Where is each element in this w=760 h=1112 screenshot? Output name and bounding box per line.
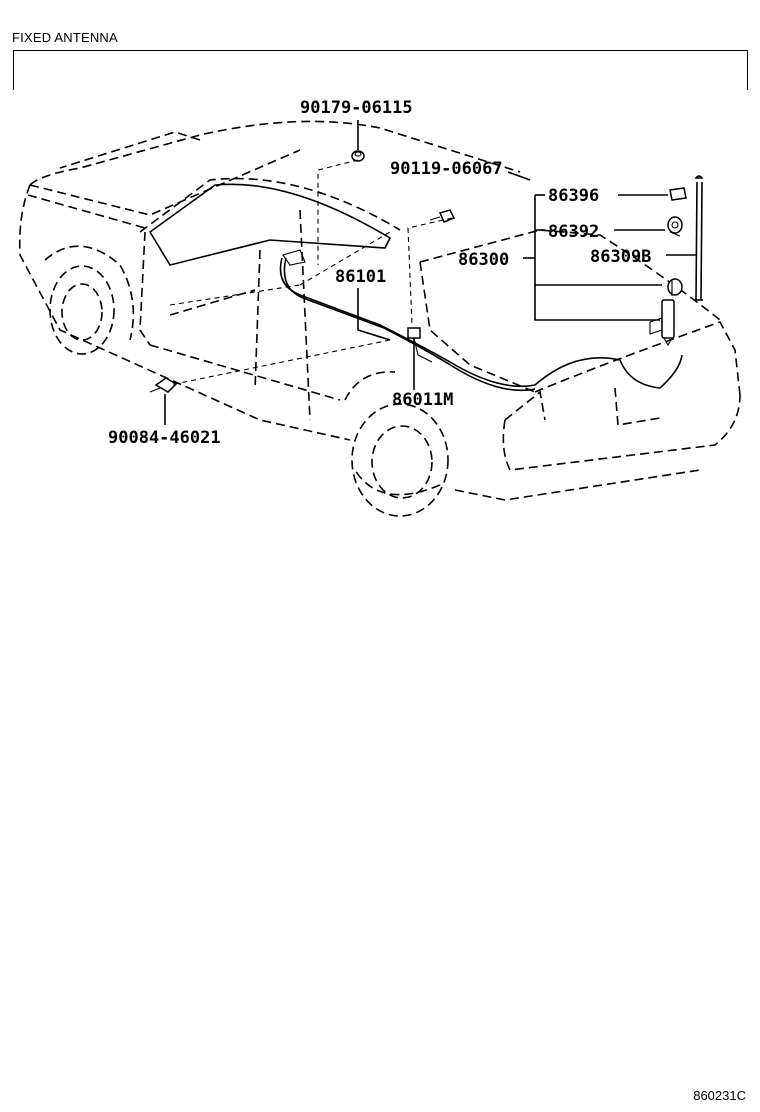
part-label-86011m: 86011M <box>392 390 453 410</box>
part-label-90179-06115: 90179-06115 <box>300 98 413 118</box>
antenna-feeder-cable <box>279 249 683 392</box>
antenna-base <box>649 299 675 347</box>
part-label-90084-46021: 90084-46021 <box>108 428 221 448</box>
clip-90119 <box>429 209 456 223</box>
part-label-86300: 86300 <box>458 250 509 270</box>
page-title: FIXED ANTENNA <box>12 30 118 45</box>
nut-86396 <box>669 187 687 201</box>
part-label-86396: 86396 <box>548 186 599 206</box>
car-body-outline <box>18 120 741 517</box>
cap-86309b <box>667 278 683 296</box>
clamp-90084 <box>149 377 178 393</box>
diagram-frame <box>13 50 748 90</box>
diagram-reference-code: 860231C <box>693 1088 746 1103</box>
part-label-86392: 86392 <box>548 222 599 242</box>
leader-lines <box>164 120 697 425</box>
part-label-86309b: 86309B <box>590 247 651 267</box>
clip-90179 <box>351 150 365 162</box>
washer-86392 <box>667 216 683 237</box>
part-label-86101: 86101 <box>335 267 386 287</box>
part-label-90119-06067: 90119-06067 <box>390 159 503 179</box>
antenna-pole <box>694 175 704 301</box>
